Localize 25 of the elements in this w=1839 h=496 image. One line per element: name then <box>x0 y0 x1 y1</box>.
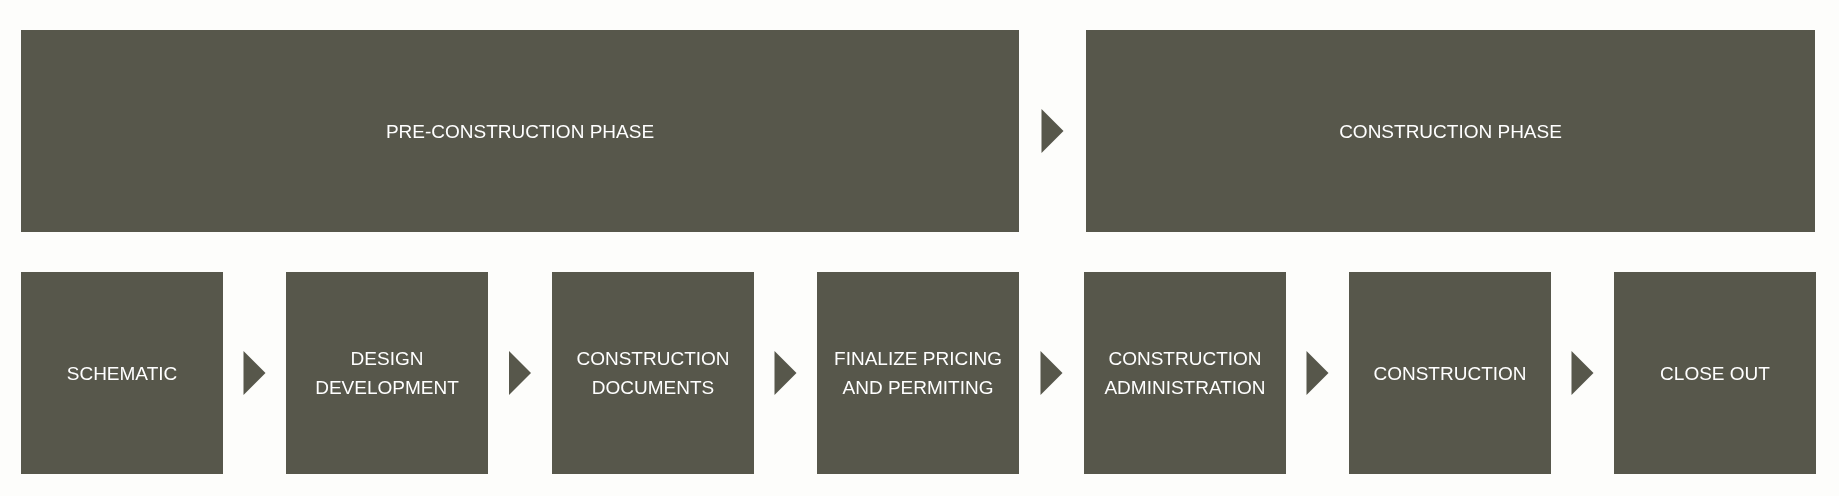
box-label: CONSTRUCTION <box>1373 361 1527 386</box>
box-label: CONSTRUCTION ADMINISTRATION <box>1103 347 1267 400</box>
arrow <box>1306 351 1329 395</box>
box-label: CONSTRUCTION DOCUMENTS <box>575 347 731 400</box>
step-box <box>21 272 223 474</box>
arrow <box>243 351 266 395</box>
arrow <box>1571 351 1594 395</box>
arrow <box>1041 109 1064 153</box>
arrow <box>1040 351 1063 395</box>
box-label: CLOSE OUT <box>1660 361 1770 386</box>
phase-box <box>21 30 1019 232</box>
step-box <box>286 272 488 474</box>
step-box <box>1349 272 1551 474</box>
phase-box <box>1086 30 1815 232</box>
arrow <box>509 351 531 395</box>
step-box <box>552 272 754 474</box>
step-box <box>1084 272 1286 474</box>
step-box <box>817 272 1019 474</box>
box-label: SCHEMATIC <box>66 361 178 386</box>
box-label: DESIGN DEVELOPMENT <box>314 347 460 400</box>
box-label: PRE-CONSTRUCTION PHASE <box>385 119 655 144</box>
box-label: CONSTRUCTION PHASE <box>1339 119 1562 144</box>
arrow <box>774 351 797 395</box>
box-label: FINALIZE PRICING AND PERMITING <box>833 347 1003 400</box>
step-box <box>1614 272 1816 474</box>
